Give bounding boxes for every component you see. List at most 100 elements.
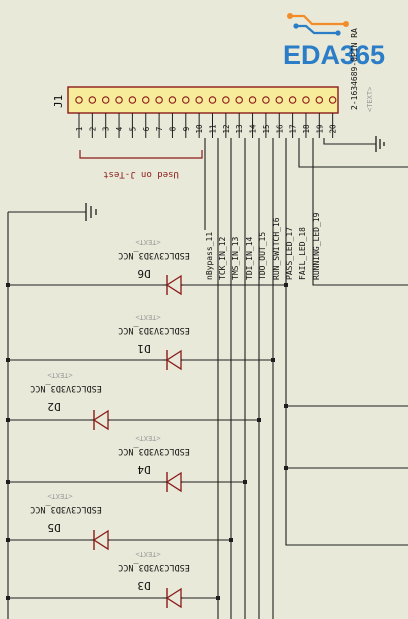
diode-value: ESDLC3V3D3_NCC	[118, 250, 190, 260]
diode-ref: D3	[137, 579, 150, 592]
junction-dot	[271, 358, 275, 362]
pin-number: 8	[168, 126, 177, 131]
wire-pin17	[285, 138, 408, 546]
connector-pin[interactable]	[115, 96, 123, 104]
junction-dot	[229, 538, 233, 542]
pin-number: 19	[315, 124, 324, 133]
circuit-trace-icon	[287, 13, 349, 36]
pin-number: 5	[128, 127, 137, 132]
diode-triangle	[165, 274, 182, 296]
net-label: TMS_IN_13	[231, 236, 240, 280]
net-label: FAIL_LED_18	[298, 227, 307, 280]
connector-pin[interactable]	[128, 96, 137, 104]
diode-placeholder: <TEXT>	[47, 371, 72, 379]
junction-dot	[284, 466, 288, 470]
connector-pin[interactable]	[248, 96, 257, 104]
diode-triangle	[165, 349, 182, 371]
connector-pin[interactable]	[195, 96, 203, 104]
diode-value: ESDLC3V3D3_NCC	[118, 562, 190, 572]
diode-triangle	[92, 409, 109, 431]
pin-number: 3	[102, 127, 111, 132]
diode-placeholder: <TEXT>	[135, 238, 160, 246]
connector-pin[interactable]	[288, 96, 297, 104]
connector-pin[interactable]	[275, 96, 283, 104]
connector-placeholder-group: <TEXT>	[366, 87, 374, 112]
pin-number: 14	[249, 124, 258, 134]
diode-ref: D4	[137, 463, 151, 476]
pin-number: 2	[88, 127, 97, 132]
pin-number: 13	[235, 124, 244, 133]
junction-dot	[284, 404, 288, 408]
connector-pin[interactable]	[235, 96, 243, 104]
connector-pin[interactable]	[155, 96, 163, 104]
net-label: RUNNING_LED_19	[312, 212, 321, 280]
connector-pin[interactable]	[222, 96, 230, 104]
diode-value: ESDLC3V3D3_NCC	[30, 504, 102, 514]
diode-ref: D1	[137, 342, 150, 355]
pin-number: 9	[182, 127, 191, 132]
wires	[7, 138, 408, 619]
diode-placeholder: <TEXT>	[135, 550, 160, 558]
diode-placeholder: <TEXT>	[135, 434, 160, 442]
junction-dot	[6, 538, 10, 542]
net-label: PASS_LED_17	[285, 227, 294, 280]
wire-pin18	[298, 138, 408, 168]
junctions	[6, 283, 288, 600]
connector-pin[interactable]	[302, 96, 310, 104]
diode-triangle	[92, 529, 109, 551]
junction-dot	[6, 596, 10, 600]
diode-d5[interactable]: <TEXT> ESDLC3V3D3_NCC D5	[30, 492, 110, 551]
connector-pin[interactable]	[208, 96, 217, 104]
diode-ref: D5	[47, 521, 60, 534]
diode-d3[interactable]: <TEXT> ESDLC3V3D3_NCC D3	[118, 550, 190, 609]
diode-d4[interactable]: <TEXT> ESDLC3V3D3_NCC D4	[118, 434, 190, 493]
diodes: <TEXT>ESDLC3V3D3_NCCD6<TEXT>ESDLC3V3D3_N…	[30, 238, 190, 609]
connector-pin[interactable]	[142, 96, 150, 104]
connector-ref: J1	[52, 95, 65, 108]
connector-pin[interactable]	[315, 96, 324, 104]
connector-ref-label: J1	[52, 95, 65, 108]
connector-pin[interactable]	[168, 96, 177, 104]
junction-dot	[257, 418, 261, 422]
net-label: nBypass_11	[205, 232, 214, 280]
wire-pin19	[312, 138, 408, 286]
diode-placeholder: <TEXT>	[47, 492, 72, 500]
junction-dot	[6, 418, 10, 422]
pin-number: 18	[302, 124, 311, 134]
junction-dot	[6, 480, 10, 484]
diode-value: ESDLC3V3D3_NCC	[118, 446, 190, 456]
junction-dot	[284, 283, 288, 287]
pin-number: 12	[222, 124, 231, 133]
connector-pin[interactable]	[75, 96, 83, 104]
eda365-logo: EDA365	[283, 13, 385, 70]
pin-number: 4	[115, 126, 124, 131]
ground-symbol-right	[375, 136, 385, 152]
wire-pin20-gnd	[323, 138, 376, 145]
pin-number: 6	[142, 126, 151, 131]
diode-d1[interactable]: <TEXT> ESDLC3V3D3_NCC D1	[118, 313, 190, 371]
connector-pin[interactable]	[262, 96, 270, 104]
unused-pins-bracket: Used on J-Test	[79, 150, 203, 179]
junction-dot	[243, 480, 247, 484]
connector-pin[interactable]	[88, 96, 97, 104]
diode-value: ESDLC3V3D3_NCC	[118, 325, 190, 335]
bracket-label: Used on J-Test	[103, 169, 179, 179]
junction-dot	[6, 283, 10, 287]
connector-pin[interactable]	[328, 96, 337, 104]
connector-part-number: 2-1634689-0PIN RA	[350, 28, 359, 110]
pin-number: 7	[155, 127, 164, 132]
connector-pin[interactable]	[182, 96, 190, 104]
junction-dot	[6, 358, 10, 362]
net-label: RUN_SWITCH_16	[272, 217, 281, 280]
connector-pin[interactable]	[101, 96, 110, 104]
diode-placeholder: <TEXT>	[135, 313, 160, 321]
pin-number: 20	[329, 124, 338, 134]
junction-dot	[216, 596, 220, 600]
connector-partnumber-group: 2-1634689-0PIN RA	[350, 28, 359, 110]
